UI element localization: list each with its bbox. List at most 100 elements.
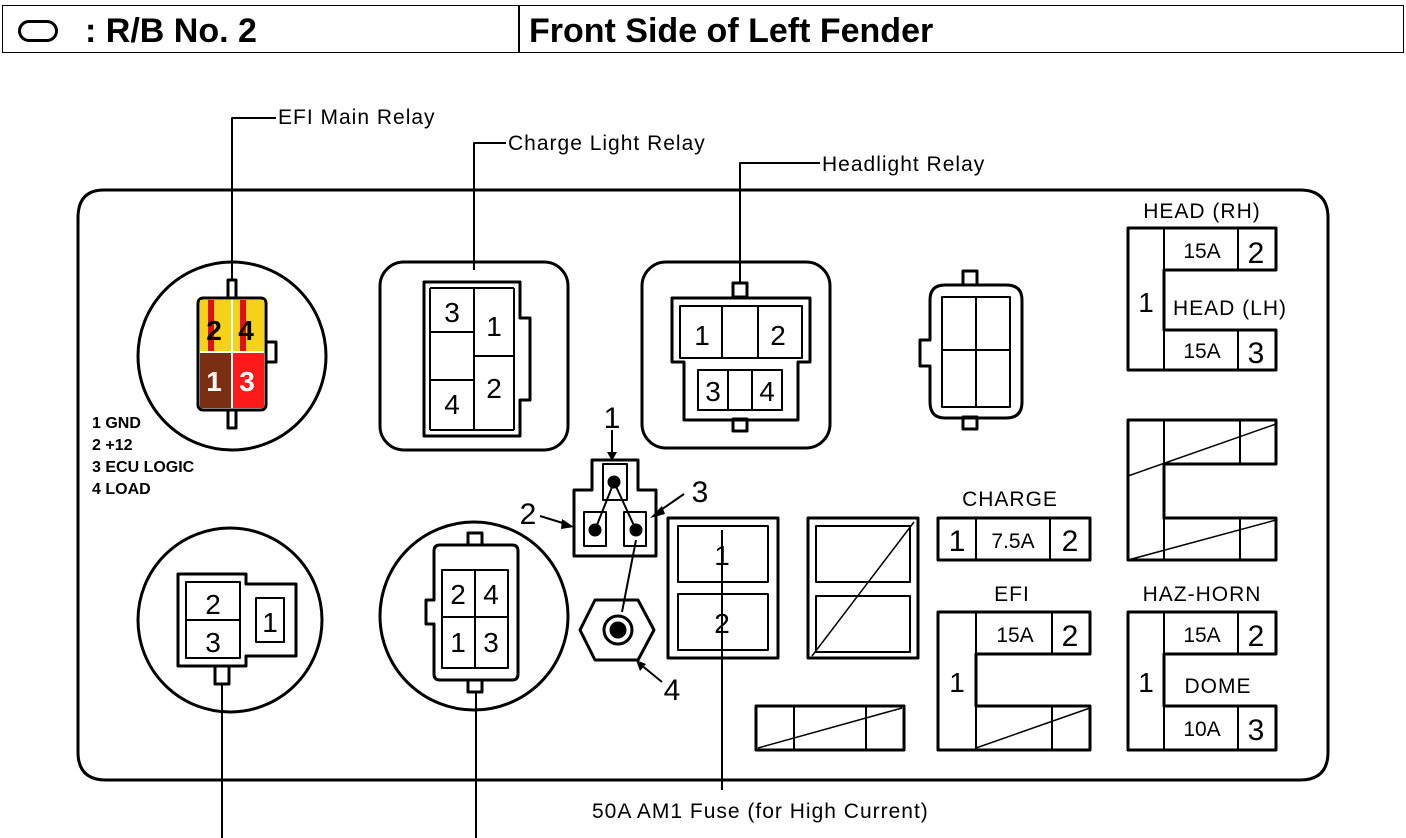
efi-pin-2: 2 <box>206 315 222 346</box>
efi-fuse-common-pin-1: 1 <box>949 667 965 698</box>
terminal-pin-2-dot <box>588 523 602 537</box>
lower-mid-pin-1: 1 <box>450 627 466 658</box>
terminal-label-4: 4 <box>664 674 681 707</box>
lower-mid-pin-2: 2 <box>450 579 466 610</box>
spare-c-slash-bottom <box>1127 519 1277 561</box>
lower-mid-pin-3: 3 <box>483 627 499 658</box>
haz-dome-fuse-group: HAZ-HORN 1 15A 2 DOME 10A 3 <box>1126 583 1278 752</box>
lower-mid-pin-4: 4 <box>483 579 499 610</box>
am1-fuse-label: 50A AM1 Fuse (for High Current) <box>592 800 929 823</box>
haz-horn-rating: 15A <box>1183 624 1220 647</box>
terminal-arrowhead-1 <box>607 452 617 461</box>
spare-diag-cell-bottom <box>815 595 911 653</box>
am1-fuse-outline <box>666 516 780 660</box>
terminal-connector: 1 2 3 4 <box>520 402 709 707</box>
headlight-relay-label: Headlight Relay <box>822 153 985 176</box>
lower-left-pin-1: 1 <box>262 607 278 638</box>
lower-left-pin-1-cell <box>255 597 285 643</box>
am1-fuse-pin-1: 1 <box>714 540 730 571</box>
spare-c-outline <box>1126 418 1278 562</box>
efi-pin4-stripe <box>240 300 246 352</box>
charge-relay-housing <box>422 280 532 438</box>
headlight-relay-tab-top <box>731 281 749 299</box>
charge-relay-socket <box>378 260 570 452</box>
charge-fuse-pin-2: 2 <box>1062 525 1079 558</box>
header-left-cell: : R/B No. 2 <box>2 5 520 53</box>
efi-pin3-fill <box>232 352 264 408</box>
spare-relay-connector <box>918 269 1024 431</box>
dome-rating: 10A <box>1183 718 1220 741</box>
headlight-relay-cell-4 <box>751 369 783 411</box>
lower-mid-tab-top <box>466 531 484 547</box>
efi-relay-side-tab <box>264 340 278 364</box>
terminal-arrowhead-4 <box>636 660 646 671</box>
efi-fuse-pin-2: 2 <box>1062 620 1079 653</box>
head-rh-rating: 15A <box>1183 240 1220 263</box>
efi-fuse: EFI 1 15A 2 <box>936 583 1092 752</box>
dome-pin-3: 3 <box>1248 714 1265 747</box>
spare-fuse-slot-bottom <box>754 704 906 752</box>
efi-fuse-slash <box>975 707 1091 749</box>
lower-mid-socket <box>378 520 570 712</box>
efi-pin-legend: 1 GND 2 +12 3 ECU LOGIC 4 LOAD <box>92 415 195 498</box>
head-rh-pin-2: 2 <box>1248 237 1265 270</box>
spare-bottom-slash <box>757 707 903 749</box>
efi-pin-1: 1 <box>206 366 222 397</box>
headlight-relay-cell-2 <box>757 305 803 359</box>
efi-pin4-fill <box>232 300 264 352</box>
am1-fuse-pin-2: 2 <box>714 608 730 639</box>
charge-fuse-label: CHARGE <box>962 488 1058 511</box>
headlight-relay-leader <box>739 162 820 283</box>
headlight-relay-pin-2: 2 <box>770 320 786 351</box>
efi-pin2-fill <box>200 300 232 352</box>
lower-left-socket <box>136 526 324 714</box>
efi-pin-4: 4 <box>238 315 254 346</box>
efi-legend-line-2: 2 +12 <box>92 437 133 454</box>
terminal-pin-1-slot <box>602 463 628 501</box>
efi-legend-line-3: 3 ECU LOGIC <box>92 459 195 476</box>
head-fuse-group: HEAD (RH) 1 15A 2 HEAD (LH) 15A 3 <box>1126 200 1287 372</box>
spare-fuse-slot-diag <box>806 516 920 660</box>
efi-legend-line-1: 1 GND <box>92 415 141 432</box>
terminal-pin-1-dot <box>607 475 621 489</box>
spare-connector-housing <box>918 283 1024 420</box>
haz-horn-pin-2: 2 <box>1248 620 1265 653</box>
charge-fuse-rating: 7.5A <box>991 530 1034 553</box>
efi-main-relay-label: EFI Main Relay <box>278 106 436 129</box>
spare-connector-tab-top <box>961 269 979 287</box>
head-lh-rating: 15A <box>1183 340 1220 363</box>
efi-pin1-fill <box>200 352 232 408</box>
head-rh-label: HEAD (RH) <box>1143 200 1261 223</box>
headlight-relay-pin-3: 3 <box>705 376 721 407</box>
efi-main-relay: 2 4 1 3 <box>136 260 328 452</box>
terminal-nut-hex <box>578 598 656 662</box>
head-lh-label: HEAD (LH) <box>1173 297 1287 320</box>
headlight-relay-pin-1: 1 <box>694 320 710 351</box>
headlight-relay-pin-4: 4 <box>759 376 775 407</box>
dome-label: DOME <box>1185 675 1252 698</box>
charge-fuse-pin-1: 1 <box>949 525 966 558</box>
oval-symbol-icon <box>18 20 58 42</box>
charge-relay-pin-1: 1 <box>486 311 502 342</box>
header-right-cell: Front Side of Left Fender <box>518 5 1404 53</box>
headlight-relay-housing <box>670 296 812 422</box>
lower-left-connector: 2 3 1 <box>136 526 324 714</box>
leader-lines <box>221 117 820 838</box>
spare-diag-outline <box>806 516 920 660</box>
am1-fuse: 1 2 <box>666 516 780 660</box>
terminal-housing <box>572 458 658 558</box>
charge-relay-pin-3: 3 <box>444 297 460 328</box>
charge-light-relay-label: Charge Light Relay <box>508 132 706 155</box>
terminal-label-1: 1 <box>604 402 621 435</box>
headlight-relay-cell-mid-lower <box>727 369 753 411</box>
spare-bottom-outline <box>754 704 906 752</box>
charge-fuse: CHARGE 1 7.5A 2 <box>936 488 1092 562</box>
lower-left-housing <box>176 572 298 668</box>
terminal-arrowhead-2 <box>561 519 574 529</box>
terminal-pin-3-dot <box>629 523 643 537</box>
charge-relay-pin-4: 4 <box>444 389 460 420</box>
terminal-label-3: 3 <box>692 476 709 509</box>
headlight-relay-socket <box>640 260 832 450</box>
efi-legend-line-4: 4 LOAD <box>92 481 151 498</box>
